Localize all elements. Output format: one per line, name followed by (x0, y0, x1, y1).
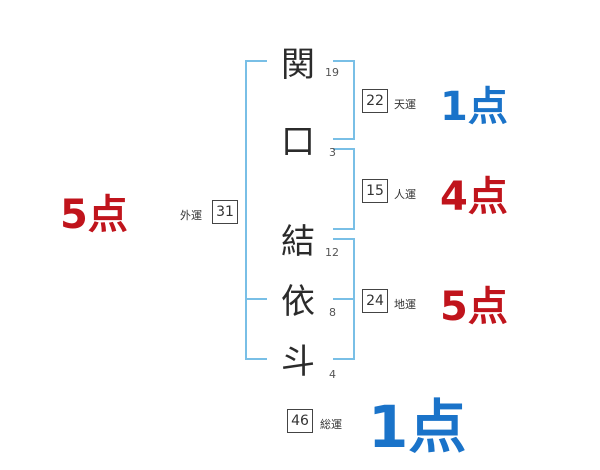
chi-un-label: 地運 (394, 298, 416, 311)
stroke-count-1: 19 (325, 66, 339, 79)
outer-bracket-vertical (245, 60, 247, 360)
jin-un-score: 4点 (440, 174, 508, 220)
ten-un-value: 22 (362, 89, 388, 113)
chi-bracket-top (333, 238, 355, 240)
jin-bracket-top (333, 148, 355, 150)
outer-bracket-bottom (245, 358, 267, 360)
jin-un-value: 15 (362, 179, 388, 203)
gai-un-value: 31 (212, 200, 238, 224)
jin-bracket-vertical (353, 148, 355, 230)
chi-un-value: 24 (362, 289, 388, 313)
stroke-count-4: 8 (329, 306, 336, 319)
chi-un-score: 5点 (440, 284, 508, 330)
ten-un-label: 天運 (394, 98, 416, 111)
chi-bracket-mid-tick (333, 298, 355, 300)
name-char-5: 斗 (281, 342, 315, 382)
gai-un-label: 外運 (180, 209, 202, 222)
so-un-label: 総運 (320, 418, 342, 431)
jin-bracket-bottom (333, 228, 355, 230)
gai-un-score: 5点 (60, 192, 128, 238)
stroke-count-5: 4 (329, 368, 336, 381)
name-char-1: 関 (281, 45, 315, 85)
stroke-count-3: 12 (325, 246, 339, 259)
chi-bracket-bottom (333, 358, 355, 360)
ten-un-score: 1点 (440, 84, 508, 130)
outer-bracket-top (245, 60, 267, 62)
ten-bracket-bottom (333, 138, 355, 140)
ten-bracket-top (333, 60, 355, 62)
ten-bracket-vertical (353, 60, 355, 140)
name-char-4: 依 (281, 282, 315, 322)
so-un-score: 1点 (368, 393, 467, 461)
name-char-2: 口 (281, 122, 315, 162)
so-un-value: 46 (287, 409, 313, 433)
name-char-3: 結 (281, 222, 315, 262)
jin-un-label: 人運 (394, 188, 416, 201)
outer-bracket-mid-tick (245, 298, 267, 300)
stroke-count-2: 3 (329, 146, 336, 159)
